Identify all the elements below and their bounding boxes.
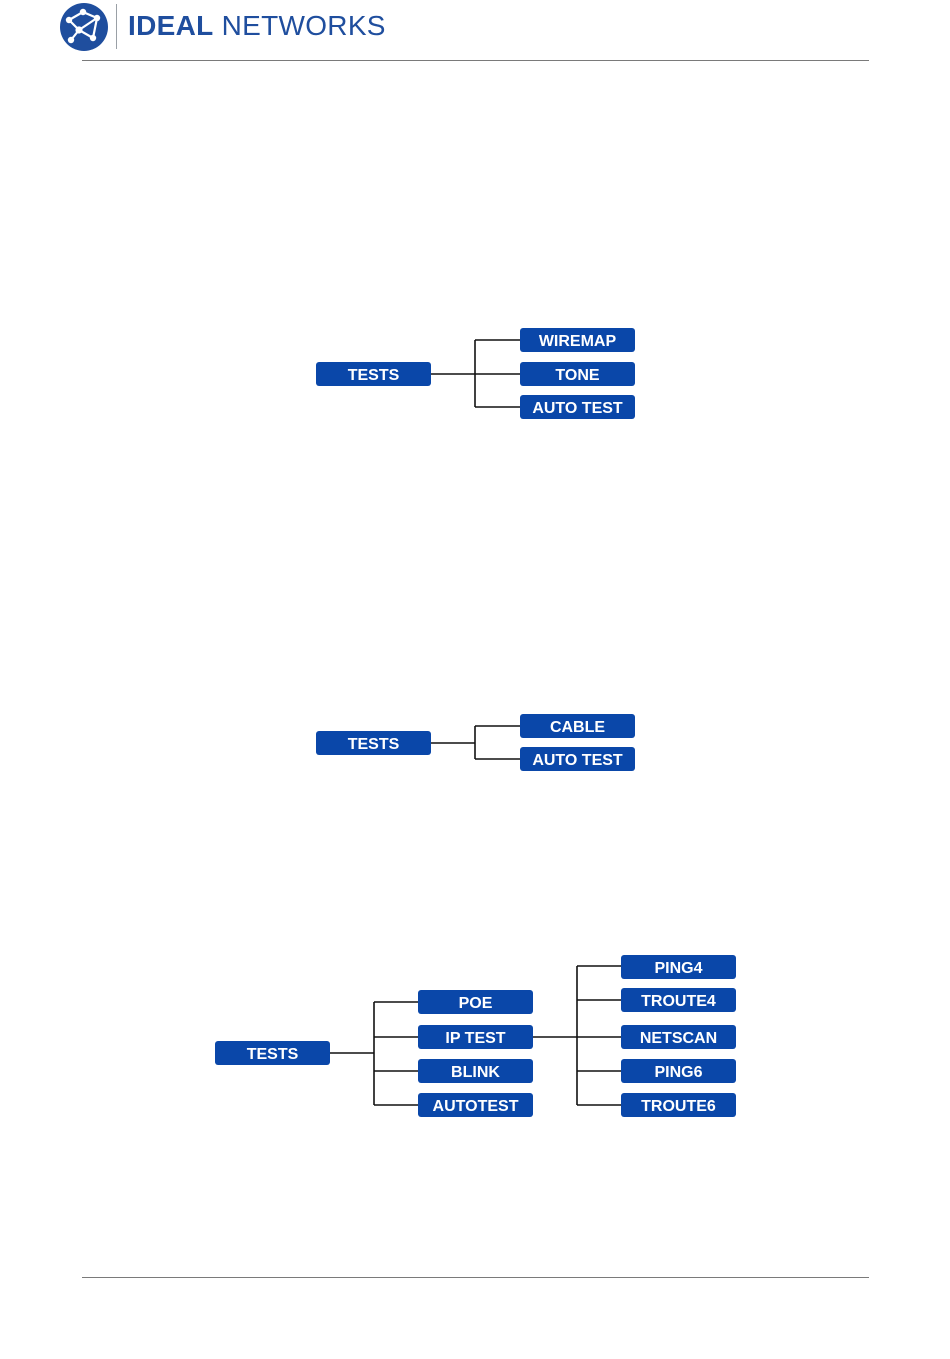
diagram-1-node-wiremap: WIREMAP <box>520 328 635 352</box>
diagram-3-node-autotest: AUTOTEST <box>418 1093 533 1117</box>
diagram-2-root-node: TESTS <box>316 731 431 755</box>
diagram-3-node-troute4: TROUTE4 <box>621 988 736 1012</box>
diagram-3-root-node: TESTS <box>215 1041 330 1065</box>
diagram-3-node-poe: POE <box>418 990 533 1014</box>
diagram-3-node-netscan-label: NETSCAN <box>640 1030 717 1047</box>
diagram-3-node-troute6-label: TROUTE6 <box>641 1098 716 1115</box>
diagram-2-node-auto-test: AUTO TEST <box>520 747 635 771</box>
footer-rule <box>82 1277 869 1278</box>
diagram-3-node-ping6: PING6 <box>621 1059 736 1083</box>
diagram-2-node-cable: CABLE <box>520 714 635 738</box>
diagram-3-node-ip-test-label: IP TEST <box>445 1030 505 1047</box>
diagram-3-node-troute4-label: TROUTE4 <box>641 993 716 1010</box>
diagram-1-root-label: TESTS <box>348 367 400 384</box>
diagram-3-node-ip-test: IP TEST <box>418 1025 533 1049</box>
diagram-2-node-cable-label: CABLE <box>550 719 605 736</box>
diagram-1-node-tone-label: TONE <box>555 367 599 384</box>
diagram-1-node-auto-test-label: AUTO TEST <box>532 400 623 417</box>
diagram-3-node-netscan: NETSCAN <box>621 1025 736 1049</box>
diagram-1-connectors <box>430 340 520 407</box>
diagram-3-node-blink-label: BLINK <box>451 1064 500 1081</box>
diagram-3-root-label: TESTS <box>247 1046 299 1063</box>
diagram-3-node-blink: BLINK <box>418 1059 533 1083</box>
diagram-3-node-poe-label: POE <box>459 995 493 1012</box>
diagram-2-node-auto-test-label: AUTO TEST <box>532 752 623 769</box>
diagram-1-node-auto-test: AUTO TEST <box>520 395 635 419</box>
diagram-2-root-label: TESTS <box>348 736 400 753</box>
diagram-1-node-tone: TONE <box>520 362 635 386</box>
diagram-3-node-ping4-label: PING4 <box>654 960 702 977</box>
diagram-3-node-ping6-label: PING6 <box>654 1064 702 1081</box>
diagram-3-node-troute6: TROUTE6 <box>621 1093 736 1117</box>
diagram-3-node-autotest-label: AUTOTEST <box>433 1098 519 1115</box>
diagram-1-node-wiremap-label: WIREMAP <box>539 333 617 350</box>
diagram-2-connectors <box>430 726 520 759</box>
diagram-3-node-ping4: PING4 <box>621 955 736 979</box>
diagram-1-root-node: TESTS <box>316 362 431 386</box>
